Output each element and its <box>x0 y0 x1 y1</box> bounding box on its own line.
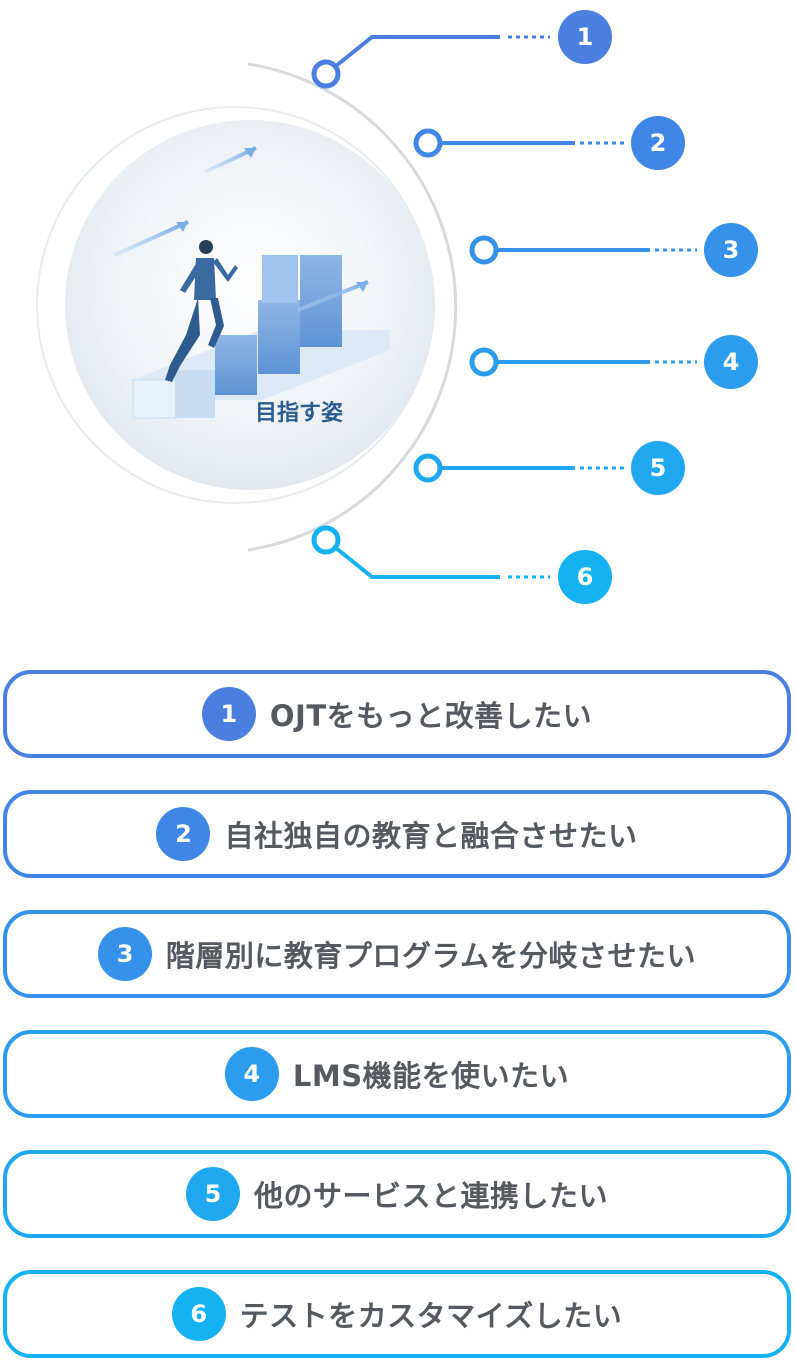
timeline-node <box>311 59 341 89</box>
goal-card-2[interactable]: 2 自社独自の教育と融合させたい <box>3 790 791 878</box>
timeline-node <box>469 235 499 265</box>
goal-card-3[interactable]: 3 階層別に教育プログラムを分岐させたい <box>3 910 791 998</box>
connector-line <box>324 35 500 76</box>
number-badge-4[interactable]: 4 <box>704 335 758 389</box>
number-badge-1[interactable]: 1 <box>558 10 612 64</box>
goal-label: LMS機能を使いたい <box>292 1059 570 1093</box>
goal-card-5[interactable]: 5 他のサービスと連携したい <box>3 1150 791 1238</box>
center-label: 目指す姿 <box>255 400 343 426</box>
number-badge-text: 5 <box>650 454 667 482</box>
goal-label: 他のサービスと連携したい <box>253 1179 608 1213</box>
goal-number-badge: 4 <box>224 1047 279 1101</box>
number-badge-3[interactable]: 3 <box>704 223 758 277</box>
goal-card-4[interactable]: 4 LMS機能を使いたい <box>3 1030 791 1118</box>
number-badge-2[interactable]: 2 <box>631 116 685 170</box>
goal-number-badge: 1 <box>201 687 256 741</box>
timeline-arc <box>247 62 458 552</box>
timeline-node <box>311 525 341 555</box>
connector-line <box>324 538 500 579</box>
number-badge-text: 1 <box>577 23 594 51</box>
stairs-illustration <box>114 146 390 419</box>
number-badge-text: 4 <box>723 348 740 376</box>
number-badge-text: 3 <box>723 236 740 264</box>
number-badge-5[interactable]: 5 <box>631 441 685 495</box>
goal-label: OJTをもっと改善したい <box>269 699 593 733</box>
connectors: 1 2 3 4 5 6 <box>311 10 758 604</box>
goal-label: 階層別に教育プログラムを分岐させたい <box>165 939 697 973</box>
number-badge-text: 6 <box>577 563 594 591</box>
center-disk <box>65 120 435 490</box>
goal-card-6[interactable]: 6 テストをカスタマイズしたい <box>3 1270 791 1358</box>
businessman-icon <box>165 240 238 382</box>
timeline-node <box>413 453 443 483</box>
goals-diagram: 目指す姿 1 2 3 4 5 6 <box>36 10 758 604</box>
timeline-node <box>413 128 443 158</box>
goal-number-badge: 2 <box>156 807 211 861</box>
goal-label: 自社独自の教育と融合させたい <box>224 819 638 853</box>
goal-number-badge: 6 <box>171 1287 226 1341</box>
goal-number-badge: 5 <box>185 1167 240 1221</box>
number-badge-6[interactable]: 6 <box>558 550 612 604</box>
goal-label: テストをカスタマイズしたい <box>239 1299 623 1333</box>
number-badge-text: 2 <box>650 129 667 157</box>
goal-card-1[interactable]: 1 OJTをもっと改善したい <box>3 670 791 758</box>
goal-number-badge: 3 <box>97 927 152 981</box>
timeline-node <box>469 347 499 377</box>
